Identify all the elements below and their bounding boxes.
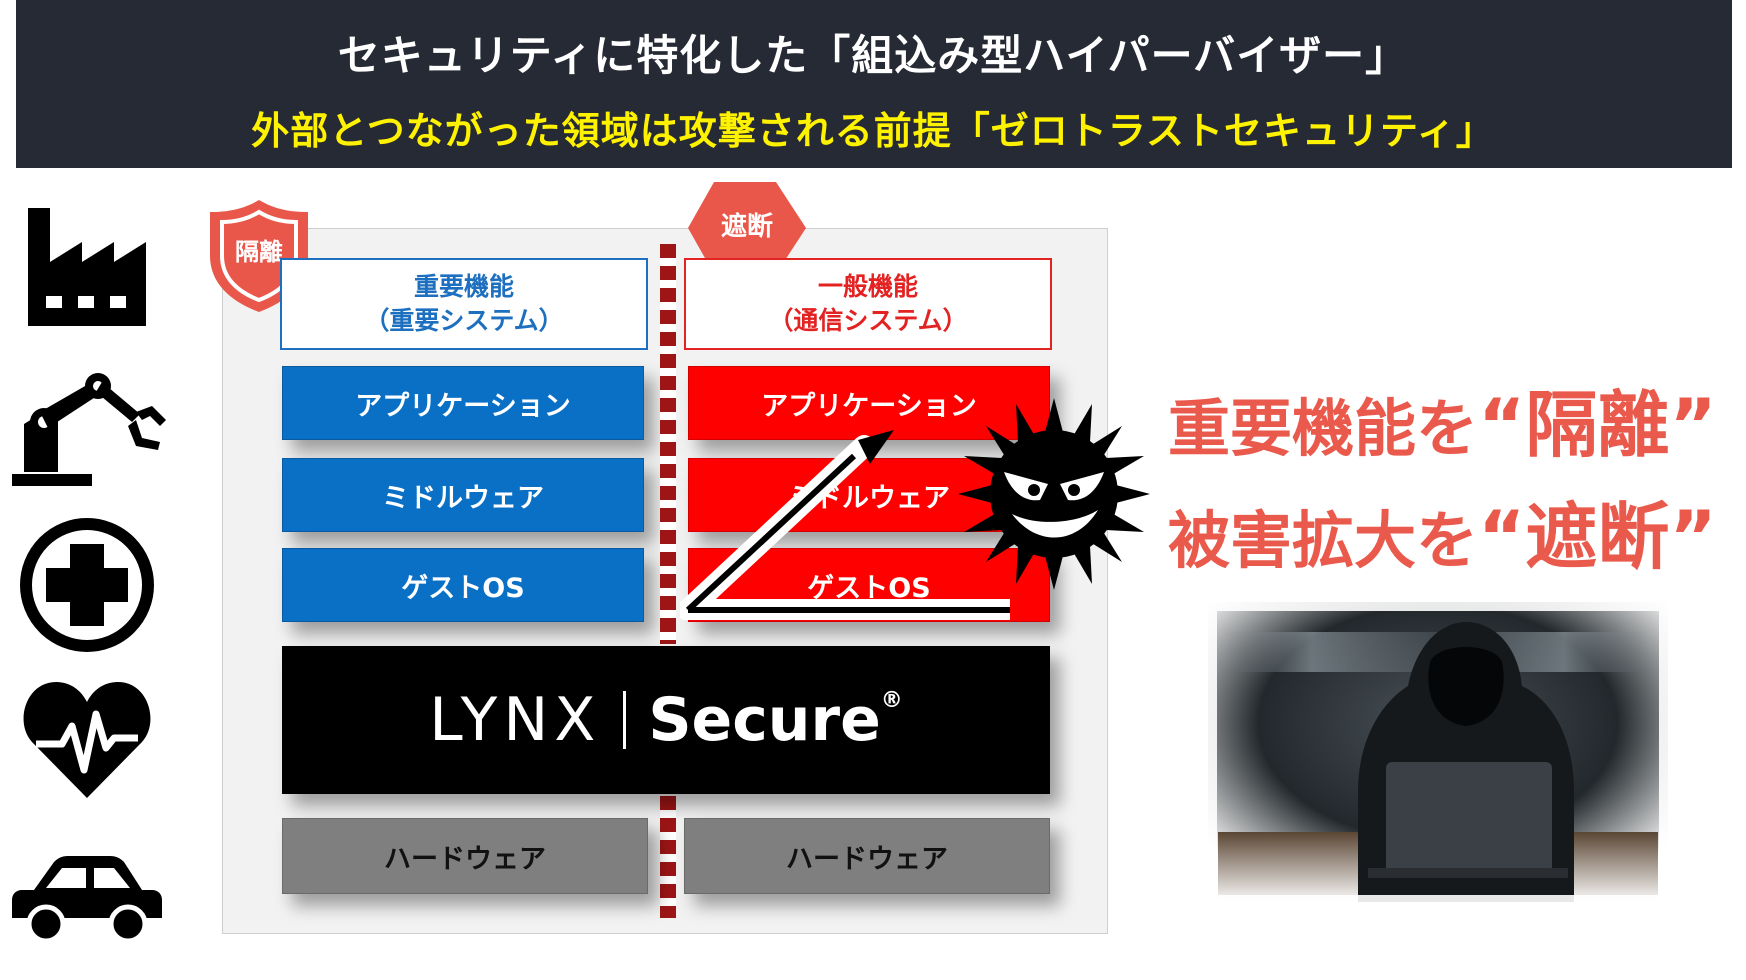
heartbeat-icon <box>23 682 151 798</box>
brand-registered-mark: ® <box>880 687 903 713</box>
general-layer-application: アプリケーション <box>688 366 1050 440</box>
isolation-divider-upper <box>660 244 676 644</box>
hardware-left: ハードウェア <box>282 818 648 894</box>
brand-lynx: LYNX <box>429 685 602 755</box>
message-cutoff-prefix: 被害拡大を <box>1168 504 1479 577</box>
cutoff-badge-label: 遮断 <box>720 212 773 242</box>
critical-label-line2: （重要システム） <box>364 306 564 335</box>
factory-icon <box>28 208 146 326</box>
message-isolate-open-quote: “ <box>1478 383 1526 467</box>
message-isolate-prefix: 重要機能を <box>1168 392 1479 465</box>
critical-layer-application: アプリケーション <box>282 366 644 440</box>
isolation-divider-lower <box>660 796 676 918</box>
message-cutoff-open-quote: “ <box>1478 495 1526 579</box>
hypervisor-bar: LYNX Secure ® <box>282 646 1050 794</box>
virus-icon <box>958 398 1150 590</box>
critical-function-label: 重要機能 （重要システム） <box>280 258 648 350</box>
message-cutoff-close-quote: ” <box>1669 495 1717 579</box>
critical-layer-middleware: ミドルウェア <box>282 458 644 532</box>
message-isolate-key: 隔離 <box>1525 383 1670 467</box>
critical-label-line1: 重要機能 <box>413 272 514 301</box>
page-subtitle: 外部とつながった領域は攻撃される前提「ゼロトラストセキュリティ」 <box>251 109 1495 153</box>
hacker-image <box>1208 602 1668 904</box>
critical-layer-guest-os: ゲストOS <box>282 548 644 622</box>
brand-separator <box>623 691 627 749</box>
brand-secure: Secure <box>648 685 881 755</box>
robot-arm-icon <box>12 373 166 486</box>
header-banner <box>16 0 1732 168</box>
isolation-badge-label: 隔離 <box>235 238 283 266</box>
hardware-right: ハードウェア <box>684 818 1050 894</box>
message-cutoff: 被害拡大を“遮断” <box>1168 478 1728 583</box>
general-label-line2: （通信システム） <box>768 306 968 335</box>
message-isolate-close-quote: ” <box>1669 383 1717 467</box>
attack-arrow-icon <box>680 430 1010 620</box>
general-label-line1: 一般機能 <box>817 272 918 301</box>
car-icon <box>12 856 162 944</box>
message-isolate: 重要機能を“隔離” <box>1168 366 1728 471</box>
page-title: セキュリティに特化した「組込み型ハイパーバイザー」 <box>337 31 1409 80</box>
medical-cross-icon <box>20 518 154 652</box>
general-function-label: 一般機能 （通信システム） <box>684 258 1052 350</box>
message-cutoff-key: 遮断 <box>1525 495 1670 579</box>
